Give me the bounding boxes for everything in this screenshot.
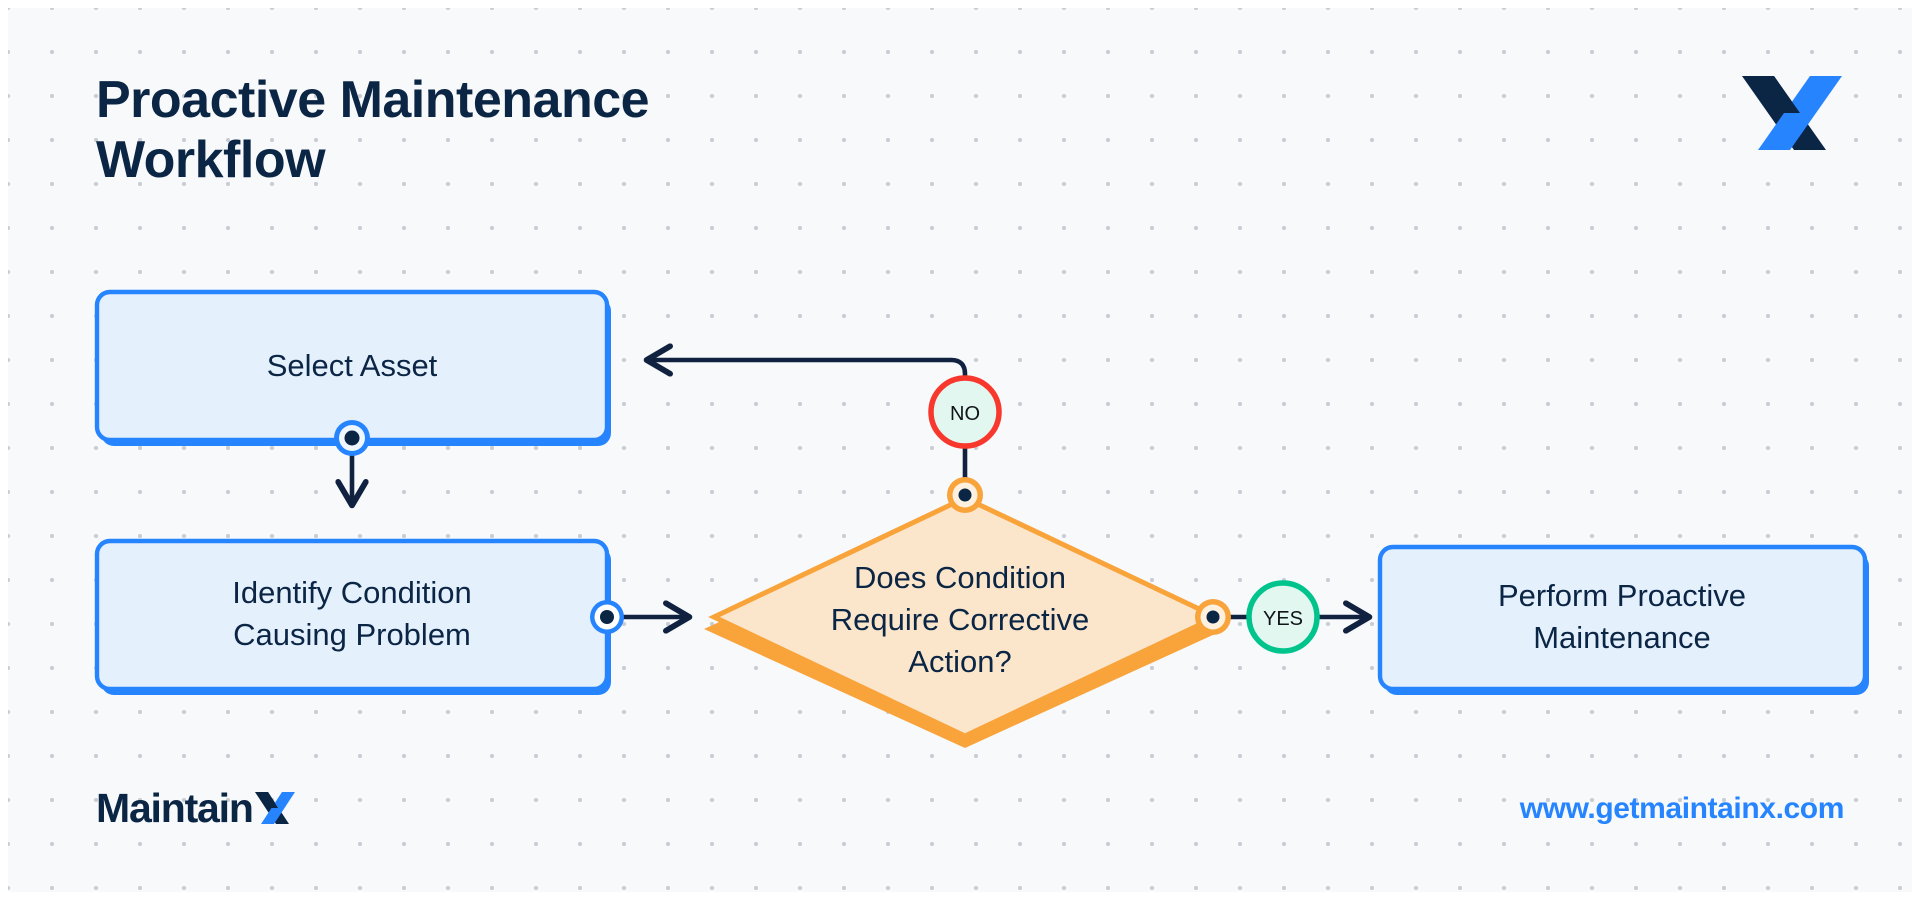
maintainx-x-logo-icon [1740,70,1844,156]
maintainx-wordmark: Maintain [96,786,295,830]
node-label: Identify Condition [232,575,472,610]
badge-label: YES [1263,608,1303,630]
badge-yes[interactable]: YES [1246,580,1320,654]
wordmark-text: Maintain [96,784,254,831]
badge-no[interactable]: NO [928,375,1002,449]
node-decision[interactable]: Does Condition Require Corrective Action… [704,495,1226,748]
node-perform-maintenance[interactable]: Perform Proactive Maintenance [1377,544,1869,695]
node-label: Perform Proactive [1498,578,1746,613]
flowchart-svg: Select Asset Identify Condition Causing … [94,289,1869,748]
node-label: Does Condition [854,560,1066,595]
node-label: Maintenance [1533,620,1711,655]
port-select-asset-bottom[interactable] [334,420,370,456]
page-title: Proactive Maintenance Workflow [96,71,650,190]
node-label: Action? [908,644,1011,679]
port-decision-right[interactable] [1195,599,1231,635]
site-url[interactable]: www.getmaintainx.com [1519,792,1845,825]
node-identify-condition[interactable]: Identify Condition Causing Problem [94,538,611,695]
port-decision-top[interactable] [947,477,983,513]
badge-label: NO [950,403,980,425]
node-label: Require Corrective [831,602,1089,637]
port-identify-condition-right[interactable] [590,600,624,634]
maintainx-x-logo-icon [254,792,295,824]
node-select-asset[interactable]: Select Asset [94,289,611,446]
node-label: Causing Problem [233,617,471,652]
node-label: Select Asset [267,348,438,383]
edge-decision-to-select-no [648,360,968,495]
